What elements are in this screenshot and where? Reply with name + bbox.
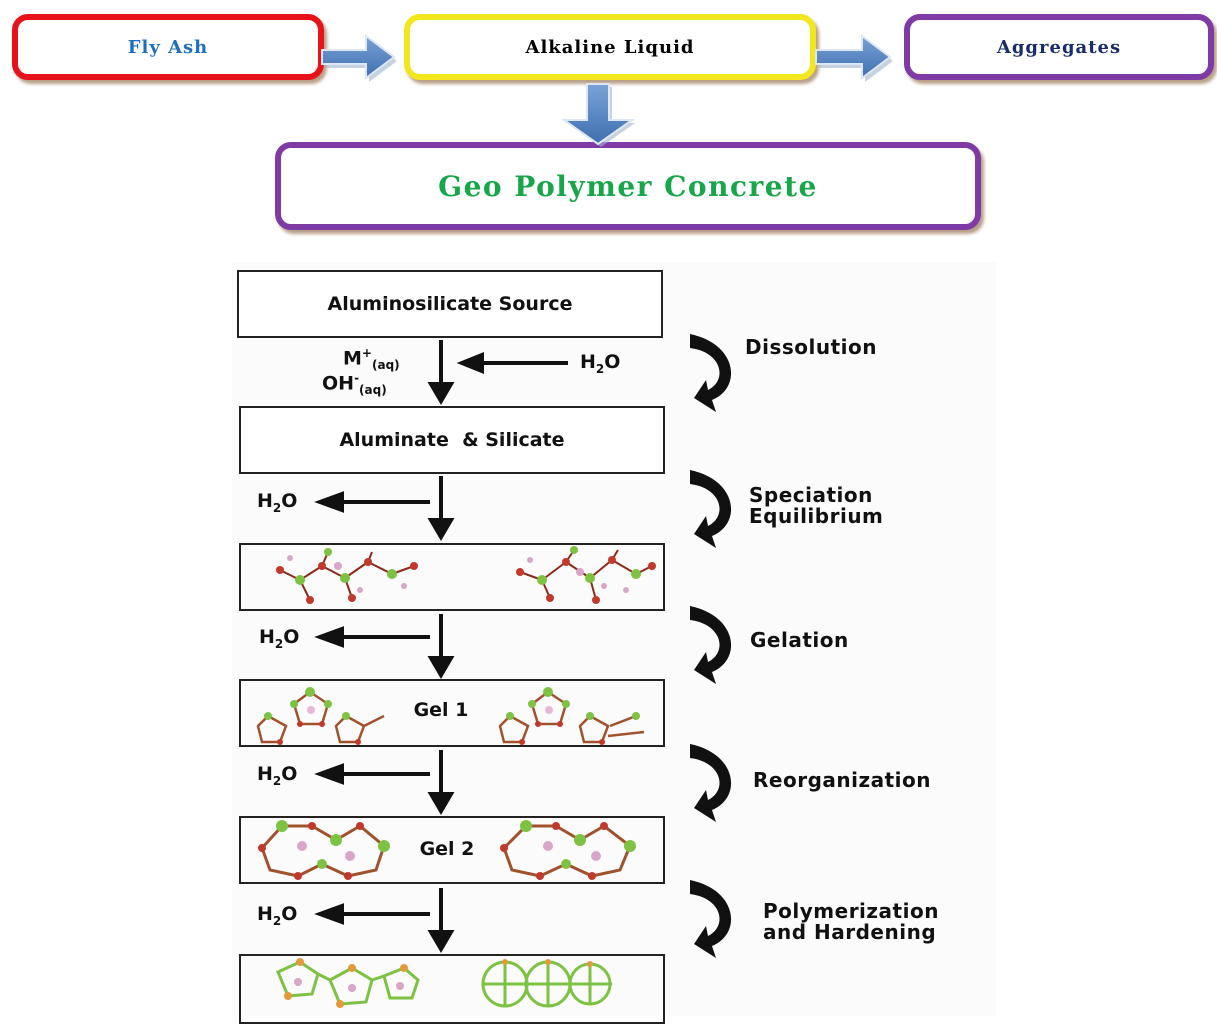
gel1-box: Gel 1	[239, 679, 665, 747]
h2o-label: H2O	[257, 903, 298, 928]
step-reorganization: Reorganization	[753, 768, 932, 792]
aluminate-silicate-label: Aluminate & Silicate	[339, 429, 565, 451]
geopolymer-concrete-box: Geo Polymer Concrete	[275, 142, 981, 230]
fly-ash-box: Fly Ash	[12, 14, 324, 80]
h2o-label: H2O	[580, 351, 621, 376]
aluminosilicate-source-label: Aluminosilicate Source	[327, 293, 573, 315]
molecule-cluster-icon	[276, 958, 612, 1008]
gel1-label: Gel 1	[413, 699, 469, 721]
molecule-cluster-icon	[276, 546, 656, 604]
aggregates-label: Aggregates	[996, 36, 1122, 58]
flow-arrow-icon	[560, 83, 636, 147]
curved-arrow-icon	[690, 334, 732, 412]
oh-aq-label: OH-(aq)	[322, 371, 387, 398]
polymer-box	[239, 954, 665, 1024]
gel2-box: Gel 2	[239, 816, 665, 884]
m-aq-label: M+(aq)	[343, 346, 400, 373]
aluminosilicate-source-box: Aluminosilicate Source	[237, 270, 663, 338]
aluminate-silicate-box: Aluminate & Silicate	[239, 406, 665, 474]
curved-arrow-icon	[690, 744, 732, 822]
h2o-label: H2O	[257, 763, 298, 788]
step-speciation-equilibrium: Speciation Equilibrium	[749, 483, 884, 528]
curved-arrow-icon	[690, 606, 732, 684]
geopolymer-concrete-label: Geo Polymer Concrete	[438, 169, 818, 203]
step-polymerization-hardening: Polymerization and Hardening	[763, 899, 939, 944]
step-dissolution: Dissolution	[745, 335, 877, 359]
process-arrows	[314, 340, 568, 953]
h2o-label: H2O	[257, 490, 298, 515]
flow-arrow-icon	[321, 34, 397, 82]
step-gelation: Gelation	[750, 628, 849, 652]
molecule-cluster-icon	[256, 687, 645, 745]
speciation-box	[239, 543, 665, 611]
aggregates-box: Aggregates	[904, 14, 1214, 80]
flow-arrow-icon	[815, 34, 893, 82]
alkaline-liquid-label: Alkaline Liquid	[525, 36, 695, 58]
curved-arrow-icon	[690, 880, 732, 958]
h2o-label: H2O	[259, 626, 300, 651]
fly-ash-label: Fly Ash	[127, 36, 209, 58]
molecule-cluster-icon	[258, 820, 636, 880]
gel2-label: Gel 2	[419, 838, 475, 860]
alkaline-liquid-box: Alkaline Liquid	[404, 14, 816, 80]
curved-arrow-icon	[690, 470, 732, 548]
